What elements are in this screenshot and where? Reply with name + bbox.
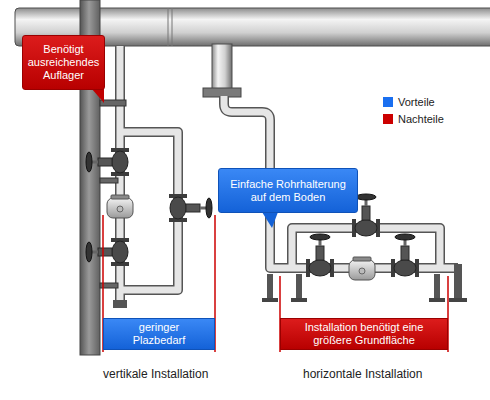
pipe-fill	[224, 96, 458, 268]
drop-pipe	[212, 44, 232, 90]
callout-pointer	[262, 212, 278, 228]
header-joint	[168, 8, 169, 46]
gate-valve	[86, 238, 129, 266]
box-text: Installation benötigt eine größere Grund…	[291, 321, 437, 347]
legend-swatch	[383, 97, 393, 107]
steam-trap	[349, 257, 375, 280]
callout-box: Einfache Rohrhalterung auf dem Boden	[218, 168, 358, 213]
gate-valve	[306, 234, 334, 277]
header-joint	[172, 8, 173, 46]
floor-support	[454, 264, 462, 300]
installation-caption: vertikale Installation	[103, 367, 208, 381]
steam-trap	[107, 195, 133, 218]
callout-pointer	[92, 89, 104, 103]
legend-text: Vorteile	[398, 96, 435, 108]
legend-swatch	[383, 114, 393, 124]
box-text: Einfache Rohrhalterung auf dem Boden	[227, 178, 349, 204]
column-bracket	[100, 178, 118, 183]
pipe-outline	[224, 96, 458, 268]
callout-box: Benötigt ausreichendes Auflager	[22, 35, 105, 90]
support-base	[449, 298, 467, 302]
support-base	[429, 298, 445, 302]
advantage-box: geringer Plazbedarf	[103, 318, 215, 350]
legend-text: Nachteile	[398, 113, 444, 125]
pipe-flange	[203, 88, 241, 97]
disadvantage-box: Installation benötigt eine größere Grund…	[280, 318, 448, 350]
legend-entry: Nachteile	[383, 113, 444, 125]
box-text: Benötigt ausreichendes Auflager	[26, 43, 101, 82]
box-text: geringer Plazbedarf	[118, 321, 200, 347]
legend-entry: Vorteile	[383, 96, 435, 108]
gate-valve	[86, 148, 129, 176]
floor-support	[296, 274, 302, 300]
bypass-valve	[169, 194, 212, 222]
support-base	[262, 298, 278, 302]
support-base	[291, 298, 307, 302]
gate-valve	[391, 234, 419, 277]
floor-support	[267, 274, 273, 300]
installation-caption: horizontale Installation	[303, 367, 422, 381]
floor-support	[434, 274, 440, 300]
pipe-cap	[113, 300, 127, 308]
